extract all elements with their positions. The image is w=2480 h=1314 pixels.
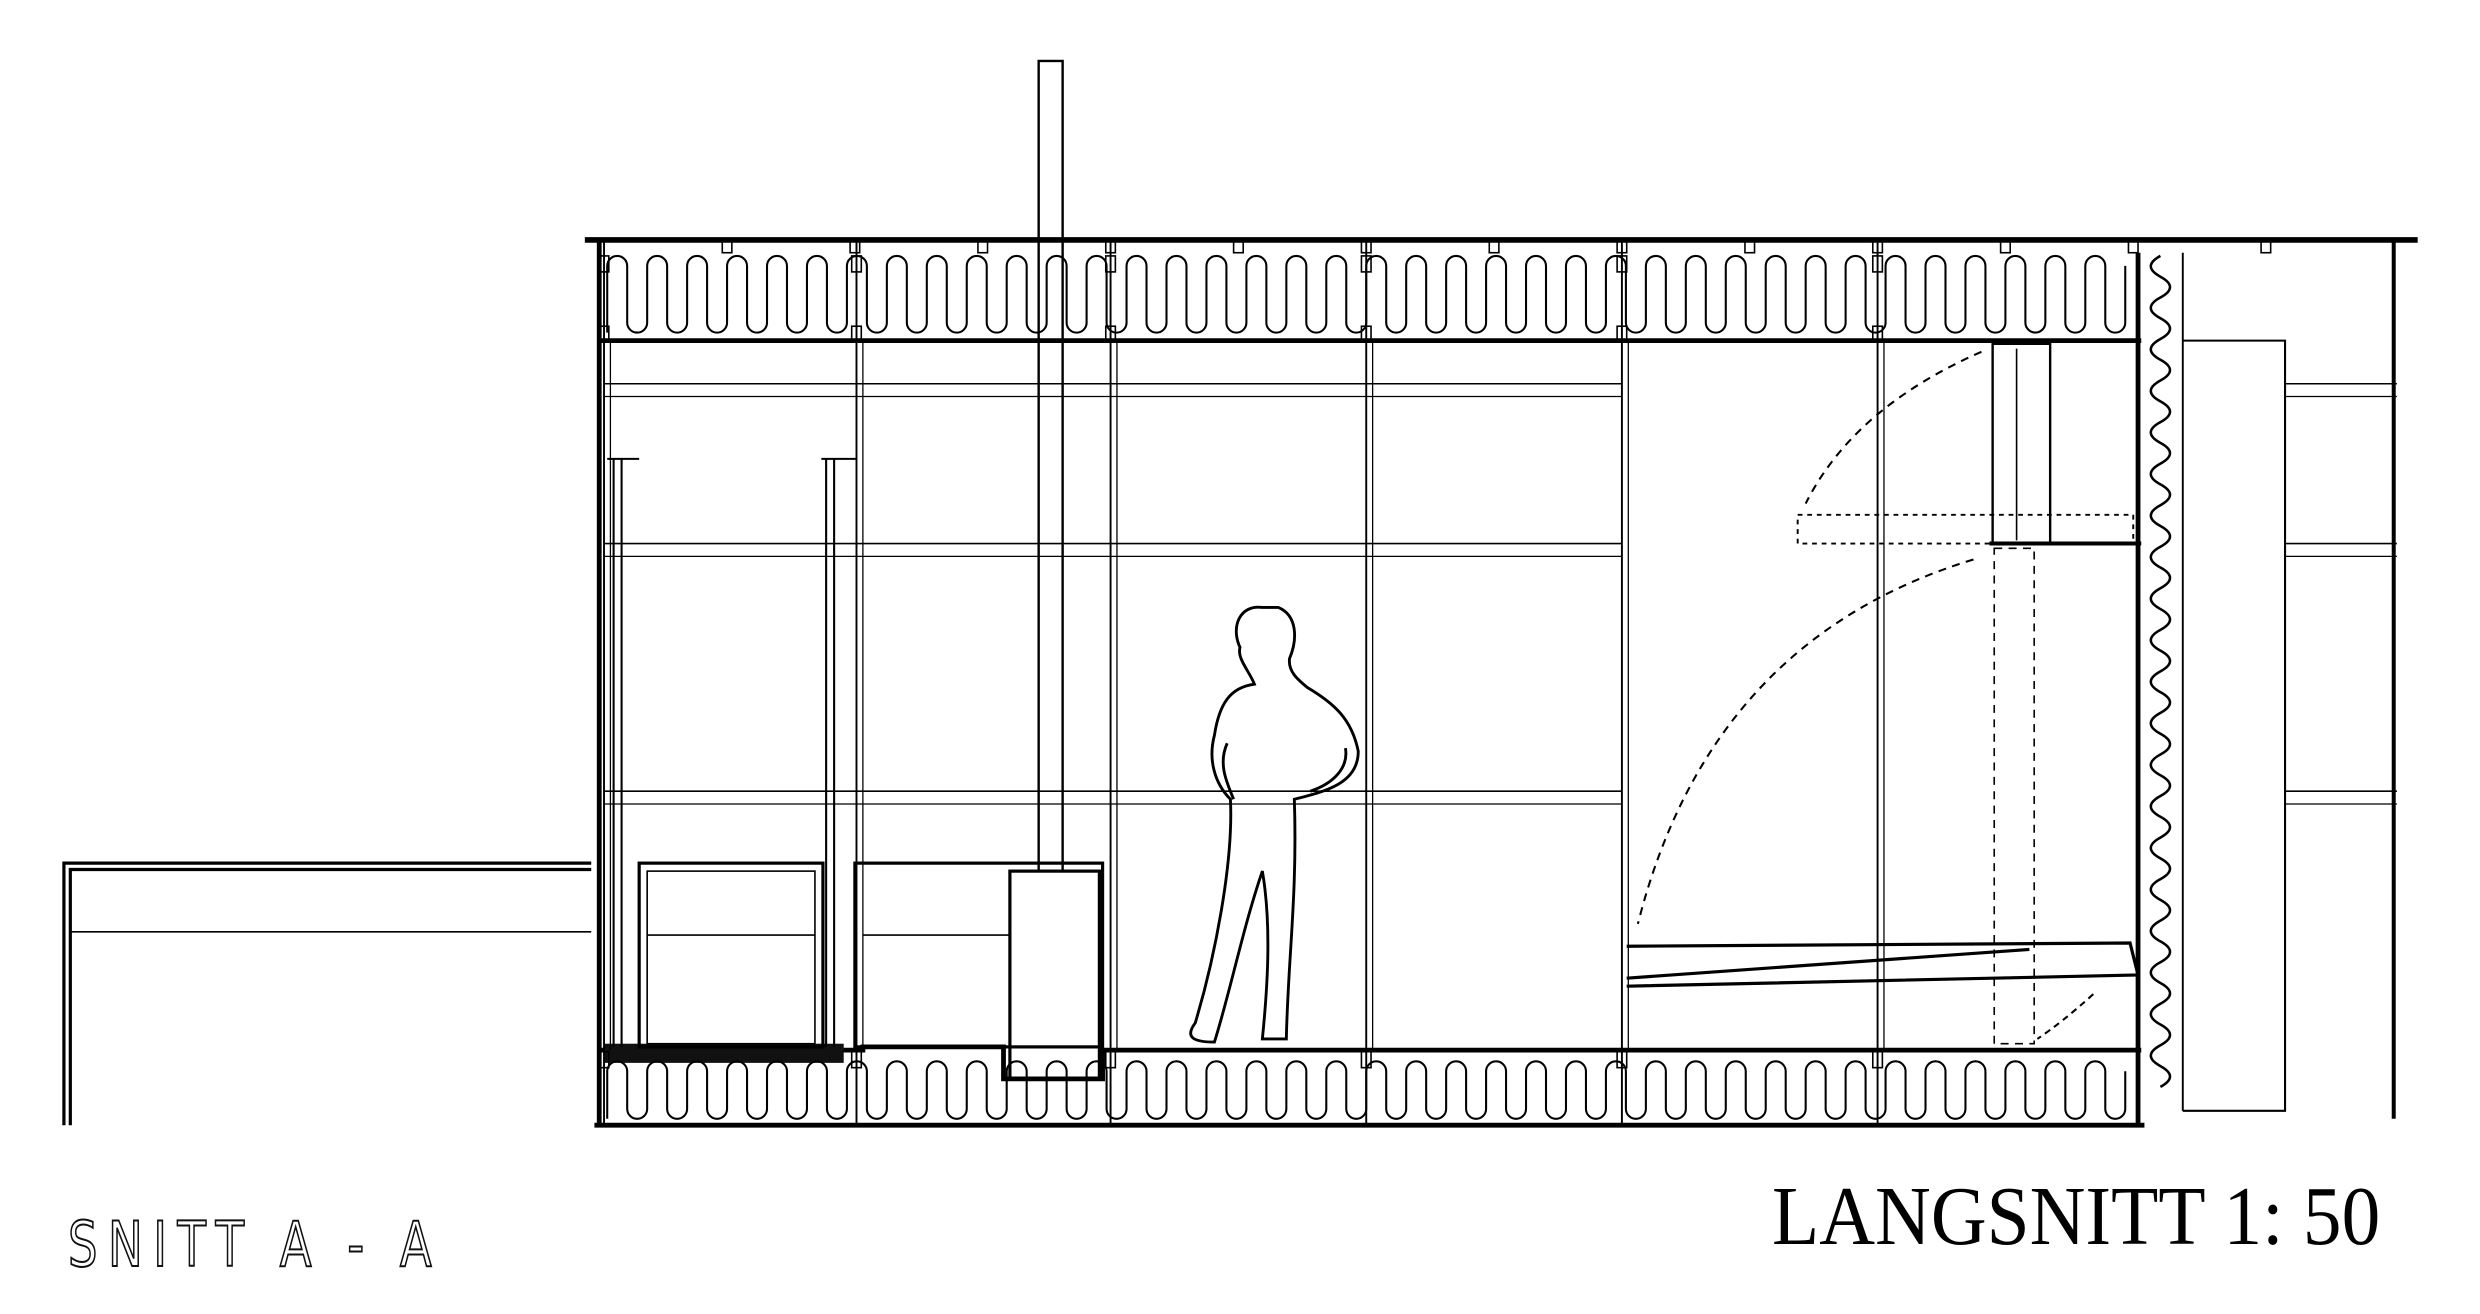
- roof-purlin: [2127, 239, 2139, 254]
- roof-purlin: [1744, 239, 1756, 254]
- post-joint: [1616, 325, 1628, 344]
- insulation: [606, 254, 2172, 1120]
- wardrobe-rails: [607, 457, 857, 1047]
- post-joint: [598, 1050, 610, 1069]
- cabinet-left-inner: [646, 870, 816, 1045]
- roof-purlin: [1360, 239, 1372, 254]
- bed-support-dashed: [1993, 547, 2035, 1045]
- post-joint: [1616, 1050, 1628, 1069]
- stove: [1008, 869, 1101, 1081]
- swing-arc-lower: [1636, 558, 1974, 925]
- roof-purlin: [1616, 239, 1628, 254]
- post-joint: [1104, 325, 1117, 344]
- post-joint: [598, 325, 610, 344]
- bed-lower: [1626, 941, 2141, 988]
- roof-purlin: [1104, 239, 1117, 254]
- roof-purlin: [1999, 239, 2012, 254]
- cabinet-right: [853, 861, 1105, 1049]
- roof-purlin: [1488, 239, 1500, 254]
- cabinet-left: [637, 861, 825, 1049]
- swing-arc-small: [2036, 993, 2094, 1040]
- post-joint: [1104, 1050, 1117, 1069]
- post-joint: [850, 1050, 863, 1069]
- roof-purlin: [849, 239, 861, 254]
- wall-posts: [598, 239, 2272, 1126]
- post-joint: [850, 325, 863, 344]
- window-mullions: [604, 382, 2397, 805]
- post-joint: [1871, 1050, 1884, 1069]
- chimney: [1037, 59, 1064, 873]
- bed-upper-open-dotted: [1796, 513, 2135, 545]
- post-joint: [1871, 255, 1884, 273]
- roof-purlin: [2260, 239, 2272, 254]
- roof-purlin: [1232, 239, 1244, 254]
- roof-purlin: [721, 239, 733, 254]
- post-joint: [598, 255, 610, 273]
- person-silhouette: [1189, 605, 1360, 1044]
- drawing-title: LANGSNITT 1: 50: [1772, 1170, 2381, 1263]
- roof-purlin: [977, 239, 989, 254]
- outdoor-table: [62, 861, 592, 1126]
- roof-insulation: [606, 254, 2127, 334]
- post-joint: [1871, 325, 1884, 344]
- bed-upper-folded: [1991, 342, 2052, 545]
- floor-insulation: [606, 1060, 2127, 1120]
- roof-purlin: [1871, 239, 1884, 254]
- swing-arc-upper: [1804, 350, 1982, 505]
- wall-insulation: [2149, 254, 2172, 1088]
- section-label: SNITT A - A: [67, 1207, 443, 1282]
- annex-frame: [2182, 339, 2287, 1112]
